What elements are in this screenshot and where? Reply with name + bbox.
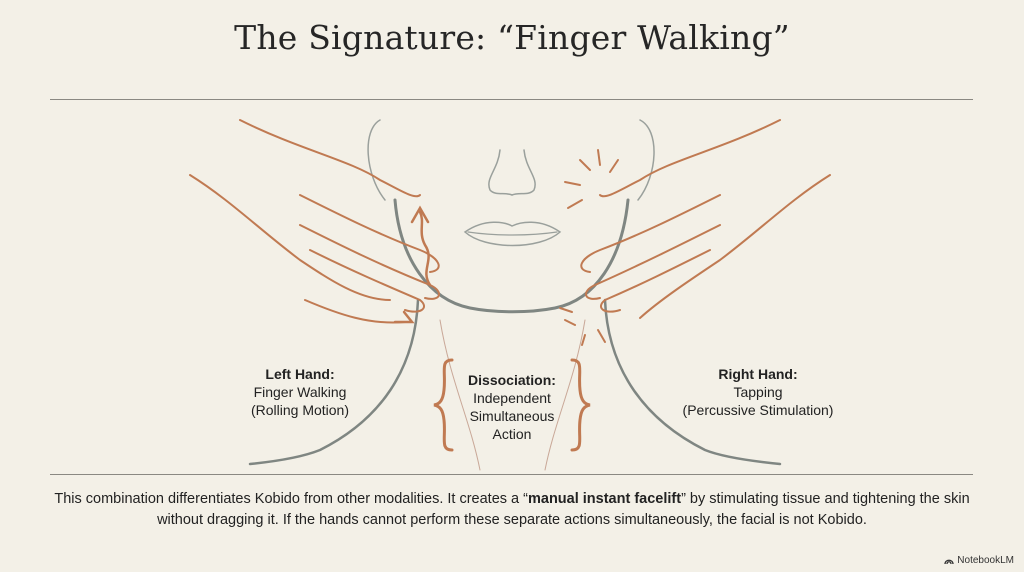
- right-hand: [580, 119, 831, 319]
- nose: [488, 149, 536, 196]
- summary-emphasis: manual instant facelift: [527, 491, 682, 507]
- left-hand-line2: (Rolling Motion): [250, 402, 350, 418]
- summary-paragraph: This combination differentiates Kobido f…: [40, 489, 984, 531]
- right-ear: [637, 119, 655, 201]
- page-title: The Signature: “Finger Walking”: [234, 18, 790, 57]
- left-ear: [367, 119, 386, 201]
- left-brace: [433, 358, 454, 452]
- left-hand-heading: Left Hand:: [265, 366, 335, 382]
- dissociation-label: Dissociation: Independent Simultaneous A…: [432, 371, 592, 443]
- summary-text-2: ” by stimulating tissue and tightening t…: [157, 491, 970, 528]
- left-hand-label: Left Hand: Finger Walking (Rolling Motio…: [220, 365, 380, 419]
- dissociation-line1: Independent: [473, 390, 551, 406]
- right-hand-heading: Right Hand:: [718, 366, 798, 382]
- left-hand-line1: Finger Walking: [253, 384, 347, 400]
- top-divider: [50, 99, 973, 100]
- dissociation-heading: Dissociation:: [468, 372, 556, 388]
- face-hands-illustration: [189, 119, 831, 471]
- brand-label: NotebookLM: [957, 555, 1014, 566]
- notebooklm-logo-icon: [944, 559, 954, 565]
- neck-left: [248, 298, 420, 466]
- dissociation-line2: Simultaneous: [469, 408, 555, 424]
- notebooklm-brand: NotebookLM: [944, 555, 1014, 566]
- tap-burst-icon: [559, 149, 619, 346]
- jawline: [393, 198, 630, 314]
- summary-text-1: This combination differentiates Kobido f…: [54, 491, 528, 507]
- rolling-arrow: [393, 310, 415, 324]
- wavy-arrow: [418, 210, 432, 287]
- neck-right: [603, 298, 782, 466]
- left-hand: [189, 119, 440, 324]
- right-hand-line1: Tapping: [733, 384, 783, 400]
- right-hand-label: Right Hand: Tapping (Percussive Stimulat…: [648, 365, 868, 419]
- dissociation-line3: Action: [492, 426, 532, 442]
- lips: [463, 221, 562, 247]
- bottom-divider: [50, 474, 973, 475]
- right-hand-line2: (Percussive Stimulation): [682, 402, 834, 418]
- right-brace: [570, 358, 591, 452]
